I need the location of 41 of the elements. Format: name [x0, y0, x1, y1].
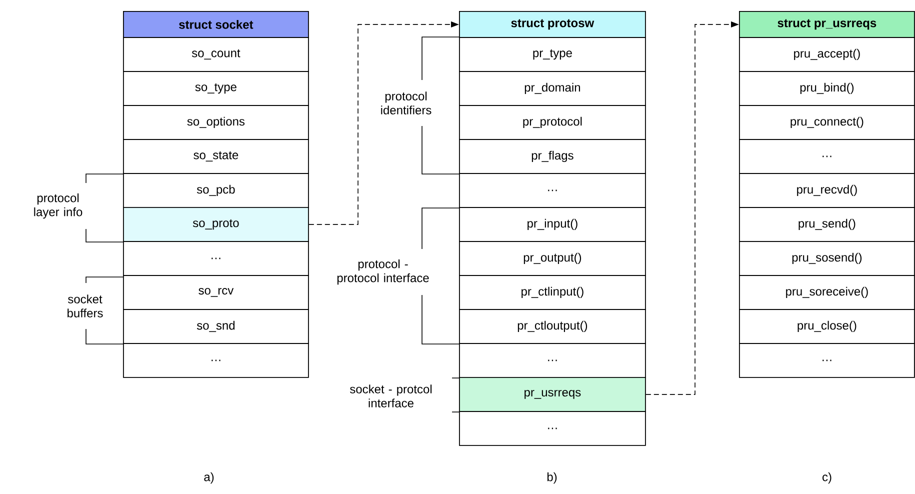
- table-cell: pr_domain: [459, 71, 646, 106]
- table-cell: …: [459, 411, 646, 446]
- table-header: struct protosw: [459, 11, 646, 38]
- bracket-label: protocol identifiers: [381, 92, 432, 114]
- panel-label: a): [204, 472, 214, 484]
- table-cell: pr_flags: [459, 139, 646, 174]
- table-cell: pru_bind(): [739, 71, 915, 106]
- table-cell: pru_recvd(): [739, 173, 915, 208]
- table-cell: so_proto: [123, 207, 309, 242]
- bracket-label: socket buffers: [68, 294, 103, 318]
- bracket-label: protocol - protocol interface: [337, 259, 429, 285]
- table-cell: pru_close(): [739, 309, 915, 344]
- table-cell: …: [739, 343, 915, 378]
- table-cell: pr_type: [459, 37, 646, 72]
- table-cell: pru_soreceive(): [739, 275, 915, 310]
- bracket-label: protocol layer info: [34, 193, 82, 219]
- table-cell: pr_protocol: [459, 105, 646, 140]
- table-cell: so_rcv: [123, 275, 309, 310]
- table-cell: …: [739, 139, 915, 174]
- table-cell: so_type: [123, 71, 309, 106]
- table-cell: pr_ctloutput(): [459, 309, 646, 344]
- table-cell: so_options: [123, 105, 309, 140]
- panel-label: c): [822, 472, 832, 484]
- panel-label: b): [547, 472, 557, 484]
- table-cell: …: [459, 173, 646, 208]
- table-cell: pr_usrreqs: [459, 377, 646, 412]
- table-header: struct socket: [123, 11, 309, 38]
- table-cell: pr_input(): [459, 207, 646, 242]
- table-header: struct pr_usrreqs: [739, 11, 915, 38]
- table-cell: so_snd: [123, 309, 309, 344]
- table-cell: pr_ctlinput(): [459, 275, 646, 310]
- table-cell: so_count: [123, 37, 309, 72]
- table-cell: pru_connect(): [739, 105, 915, 140]
- table-cell: …: [123, 241, 309, 276]
- table-cell: so_state: [123, 139, 309, 174]
- table-cell: pr_output(): [459, 241, 646, 276]
- table-cell: pru_accept(): [739, 37, 915, 72]
- bracket-label: socket - protcol interface: [350, 384, 432, 408]
- table-cell: pru_sosend(): [739, 241, 915, 276]
- table-cell: pru_send(): [739, 207, 915, 242]
- table-cell: …: [123, 343, 309, 378]
